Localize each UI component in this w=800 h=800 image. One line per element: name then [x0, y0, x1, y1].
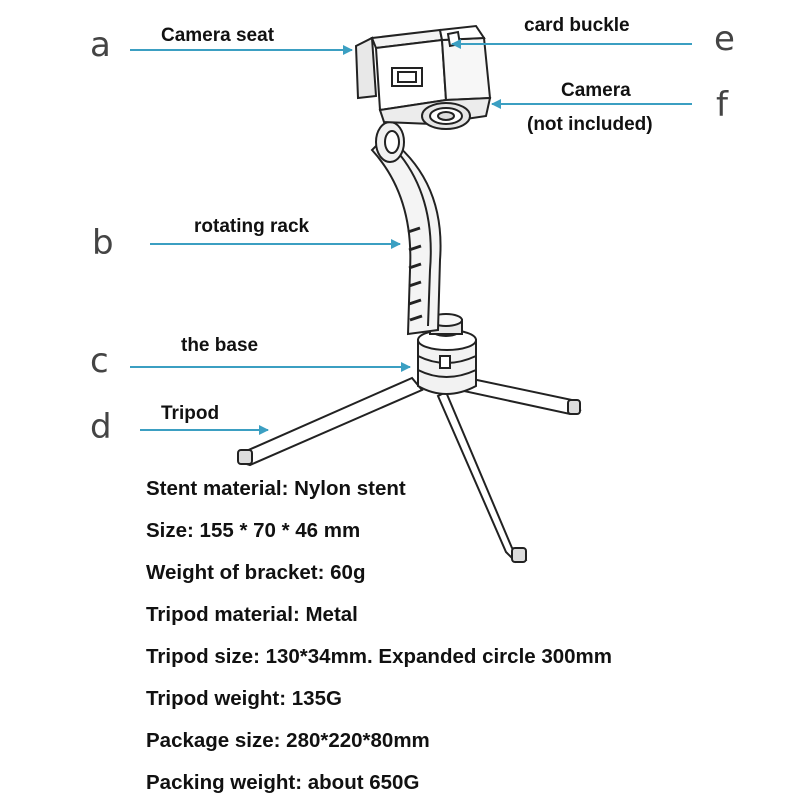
- spec-line: Packing weight: about 650G: [146, 771, 420, 794]
- spec-line: Size: 155 * 70 * 46 mm: [146, 519, 361, 542]
- spec-line: Tripod material: Metal: [146, 603, 358, 626]
- camera-lens: [421, 102, 471, 130]
- callout-letter-c: c: [90, 341, 109, 381]
- label-not-included: (not included): [527, 114, 653, 135]
- spec-line: Package size: 280*220*80mm: [146, 729, 430, 752]
- callout-letter-b: b: [92, 223, 114, 263]
- callout-letter-a: a: [90, 25, 111, 65]
- spec-line: Stent material: Nylon stent: [146, 477, 406, 500]
- camera-seat: [354, 24, 492, 126]
- label-card-buckle: card buckle: [524, 15, 630, 36]
- callout-arrows: [130, 39, 692, 435]
- label-camera-seat: Camera seat: [161, 25, 275, 46]
- spec-line: Tripod weight: 135G: [146, 687, 342, 710]
- tripod: [237, 374, 582, 564]
- rotating-rack: [370, 134, 442, 336]
- label-rotating-rack: rotating rack: [194, 216, 310, 237]
- callout-letter-e: e: [714, 19, 735, 59]
- tripod-leg-front: [436, 390, 528, 564]
- label-tripod: Tripod: [161, 403, 220, 424]
- label-the-base: the base: [181, 335, 259, 356]
- pivot: [375, 121, 405, 163]
- tripod-leg-left: [238, 376, 424, 467]
- callout-letter-f: f: [716, 85, 728, 125]
- spec-line: Weight of bracket: 60g: [146, 561, 366, 584]
- label-camera: Camera: [561, 80, 631, 101]
- spec-line: Tripod size: 130*34mm. Expanded circle 3…: [146, 645, 613, 668]
- callout-letter-d: d: [90, 407, 112, 447]
